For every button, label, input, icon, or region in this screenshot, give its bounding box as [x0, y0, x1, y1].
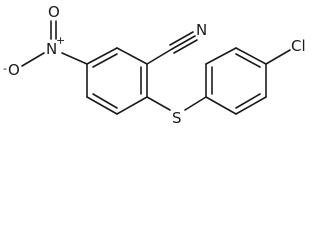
chloro-substituent: Cl	[265, 37, 306, 65]
nitrile-group: N	[146, 21, 207, 65]
bond-ring2-top-left	[205, 47, 237, 65]
double-bond-ring2-top-right	[235, 53, 261, 68]
bond-ring1-top-right	[116, 47, 148, 65]
nitro-o-charge: -	[3, 62, 7, 75]
bond-ring1-bottom-right	[116, 96, 148, 115]
nitro-o-single-label: O	[8, 61, 20, 79]
double-bond-ring2-bottom-right	[235, 93, 261, 109]
nitrile-n-label: N	[196, 21, 207, 39]
bond-ring1-bottom-left	[86, 96, 118, 115]
bond-ring-to-nitrile-c	[146, 48, 173, 65]
chlorine-label: Cl	[291, 37, 306, 55]
chlorophenyl-ring	[205, 47, 267, 115]
bond-sulfur-to-ring2	[184, 96, 207, 111]
double-bond-ring1-top-left	[92, 53, 118, 68]
bond-ring-to-nitro-n	[61, 52, 88, 65]
bond-ring1-to-sulfur	[146, 96, 171, 111]
bond-ring2-bottom-right	[235, 96, 267, 115]
bond-ring2-top-right	[235, 47, 267, 65]
bond-ring2-to-chlorine	[265, 49, 291, 65]
bond-nitro-o-single	[21, 52, 45, 67]
bond-ring1-top-left	[86, 47, 118, 65]
nitrobenzonitrile-ring	[86, 47, 148, 115]
nitro-n-label: N	[46, 40, 57, 58]
chemical-structure: N N + O O - S Cl	[3, 3, 306, 127]
double-bond-ring1-bottom-left	[92, 93, 118, 109]
sulfur-label: S	[172, 109, 182, 127]
nitro-group: N + O O -	[3, 3, 88, 79]
thioether-bridge: S	[146, 96, 207, 127]
triple-bond-2	[169, 31, 194, 46]
nitro-o-double-label: O	[48, 3, 60, 21]
triple-bond-1	[171, 35, 196, 50]
bond-ring2-bottom-left	[205, 96, 237, 115]
nitro-n-charge: +	[56, 34, 65, 47]
triple-bond-3	[173, 39, 198, 54]
